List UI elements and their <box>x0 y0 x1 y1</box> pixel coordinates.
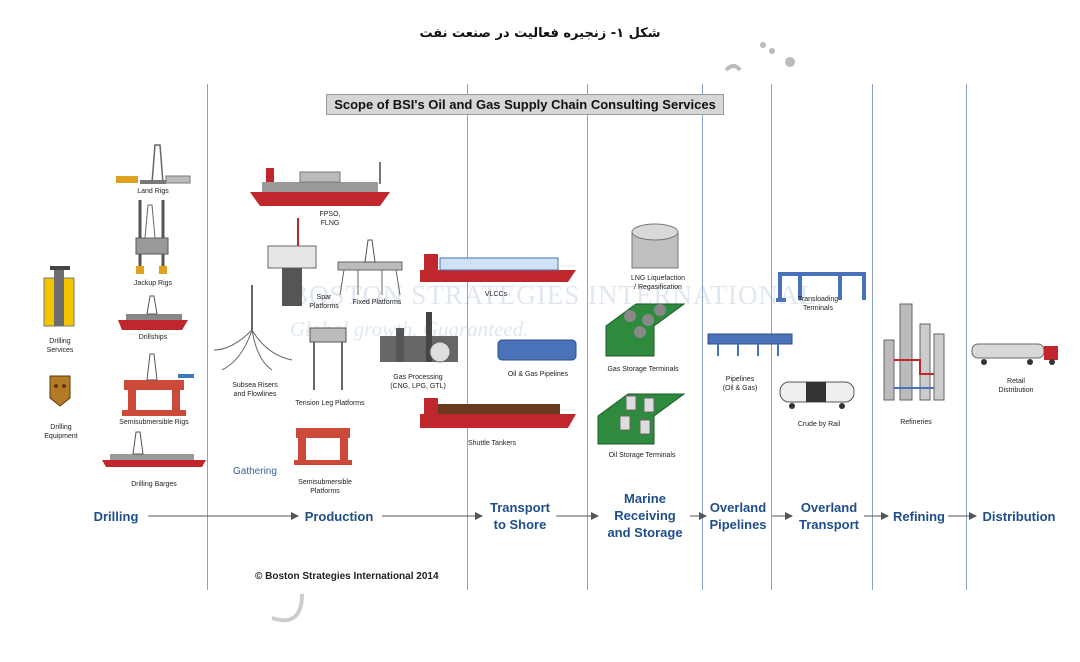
label-refineries: Refineries <box>900 419 932 426</box>
stage-refining: Refining <box>893 509 945 524</box>
drill-bit-icon <box>49 375 71 407</box>
drilling-services-icon <box>43 266 75 327</box>
label-drilling-barges: Drilling Barges <box>131 481 177 488</box>
spar-platform-icon <box>267 218 317 306</box>
stage-drilling: Drilling <box>93 509 139 524</box>
label-gas-processing: Gas Processing(CNG, LPG, GTL) <box>390 374 446 390</box>
stage-distribution: Distribution <box>982 509 1056 524</box>
tension-leg-platform-icon <box>309 327 347 390</box>
diagram-title: Scope of BSI's Oil and Gas Supply Chain … <box>326 94 724 115</box>
refinery-icon <box>883 303 945 401</box>
label-fixed-platforms: Fixed Platforms <box>352 299 402 306</box>
label-oil-storage: Oil Storage Terminals <box>608 452 676 459</box>
watermark-line1: BOSTON STRATEGIES INTERNATIONAL <box>290 280 817 310</box>
scan-mark-top <box>724 42 795 72</box>
label-gas-storage: Gas Storage Terminals <box>607 366 679 373</box>
retail-truck-icon <box>971 343 1058 365</box>
label-gathering: Gathering <box>233 466 277 477</box>
shuttle-tanker-icon <box>420 398 576 428</box>
gas-processing-icon <box>380 312 458 363</box>
label-drillships: Drillships <box>138 334 168 341</box>
semisubmersible-rig-icon <box>122 353 194 416</box>
label-fpso: FPSO,FLNG <box>319 211 341 227</box>
label-oil-gas-pipelines: Oil & Gas Pipelines <box>507 371 569 378</box>
crude-rail-car-icon <box>779 381 855 409</box>
label-shuttle-tankers: Shuttle Tankers <box>467 440 517 447</box>
label-semisub-rigs: Semisubmersible Rigs <box>119 419 189 426</box>
jackup-rig-icon <box>135 200 169 274</box>
drillship-icon <box>118 295 188 330</box>
vlcc-icon <box>420 254 576 282</box>
gas-storage-terminal-icon <box>605 303 686 357</box>
separator-7 <box>966 84 967 590</box>
label-tlp: Tension Leg Platforms <box>295 400 365 407</box>
separator-3 <box>587 84 588 590</box>
copyright: © Boston Strategies International 2014 <box>255 571 439 582</box>
separator-2 <box>467 84 468 590</box>
land-rig-icon <box>116 144 191 184</box>
scan-mark-bottom <box>271 593 304 623</box>
fixed-platform-icon <box>337 239 403 296</box>
lng-tank-icon <box>631 223 679 269</box>
oil-storage-terminal-icon <box>597 393 686 445</box>
overland-pipeline-icon <box>707 333 793 356</box>
label-crude-rail: Crude by Rail <box>797 421 841 428</box>
oil-gas-pipeline-icon <box>497 339 577 361</box>
label-lng: LNG Liquefaction/ Regasification <box>630 275 686 291</box>
label-land-rigs: Land Rigs <box>137 188 169 195</box>
fpso-icon <box>250 162 390 206</box>
label-pipelines: Pipelines(Oil & Gas) <box>722 376 758 392</box>
separator-4 <box>702 84 703 590</box>
label-vlccs: VLCCs <box>484 291 508 298</box>
separator-1 <box>207 84 208 590</box>
subsea-risers-icon <box>213 285 293 371</box>
label-jackup-rigs: Jackup Rigs <box>133 280 173 287</box>
semisubmersible-platform-icon <box>294 428 352 465</box>
drilling-barge-icon <box>102 431 206 467</box>
stage-production: Production <box>304 509 374 524</box>
separator-6 <box>872 84 873 590</box>
figure-caption: شکل ۱- زنجیره فعالیت در صنعت نفت <box>419 26 661 41</box>
transloading-terminal-icon <box>776 272 866 302</box>
